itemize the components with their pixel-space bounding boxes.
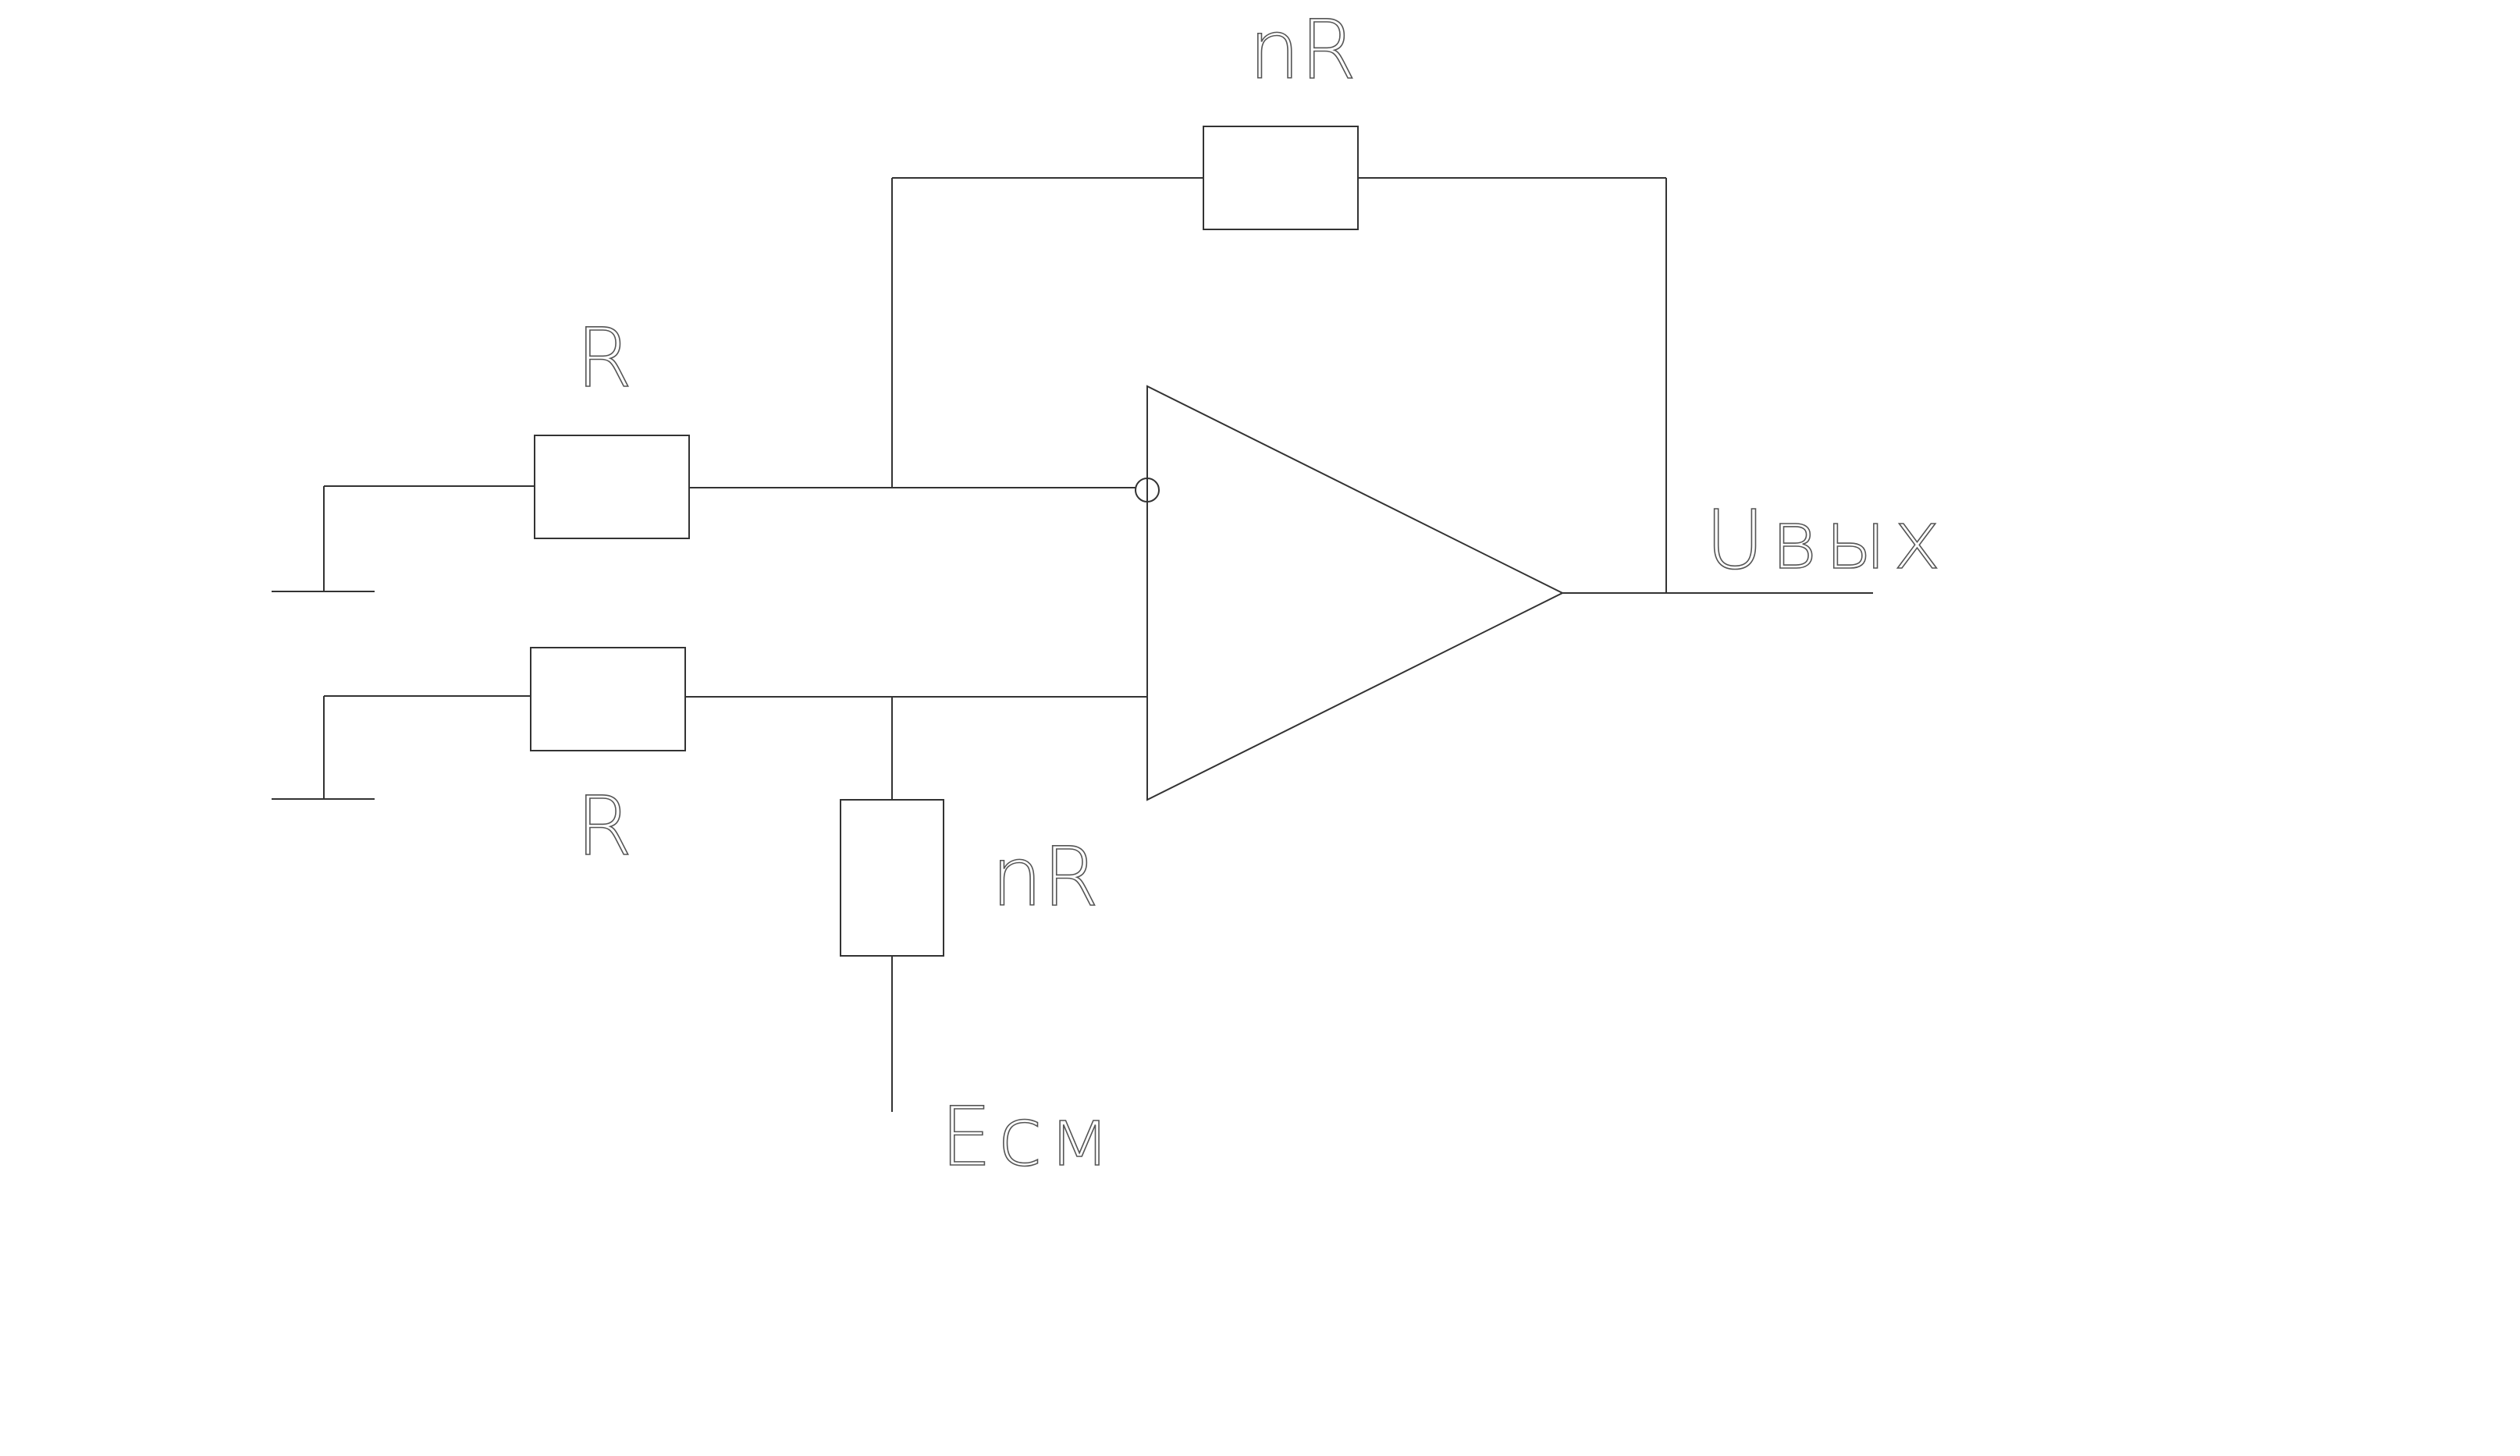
resistor-nr-feedback	[1203, 126, 1359, 230]
label-output-voltage: Uвых	[1705, 492, 1947, 588]
ground-symbol-bottom	[272, 696, 375, 800]
label-input-resistor-bottom: R	[576, 779, 632, 874]
label-bias-source: Eсм	[940, 1089, 1116, 1184]
inverting-input-marker	[1135, 478, 1160, 502]
resistor-nr-bias	[840, 799, 944, 957]
ground-symbol-top	[272, 486, 375, 592]
label-input-resistor-top: R	[576, 311, 632, 406]
resistor-r-top	[534, 435, 690, 539]
label-bias-resistor: nR	[991, 829, 1099, 925]
resistor-r-bottom	[530, 647, 686, 751]
label-feedback-resistor: nR	[1249, 2, 1356, 98]
op-amp-triangle	[1146, 385, 1565, 801]
